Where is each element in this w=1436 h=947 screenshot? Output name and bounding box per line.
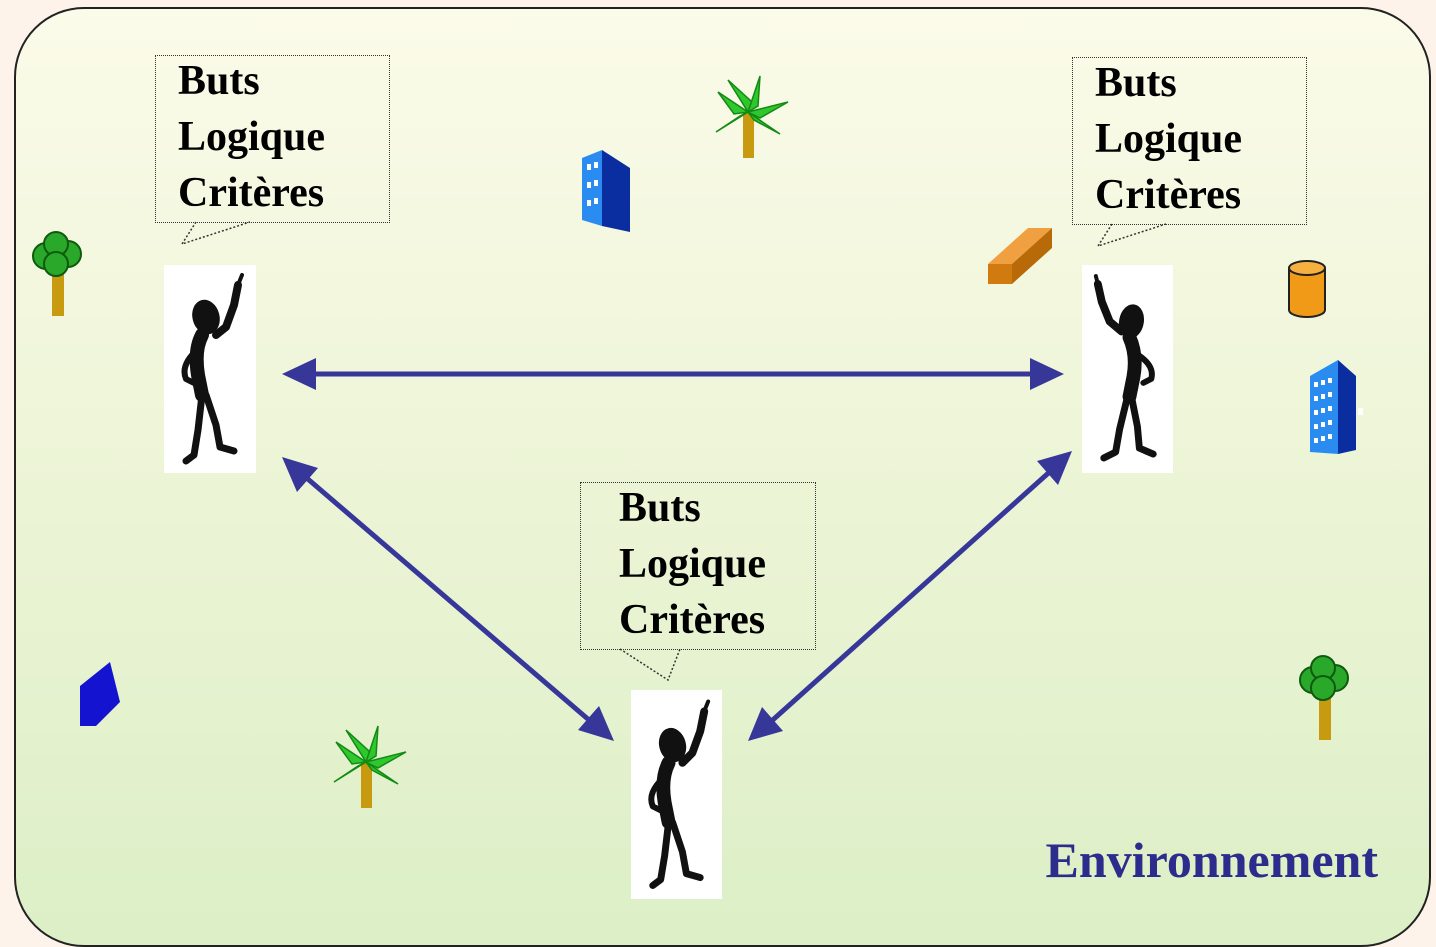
arrowhead-right [1030, 358, 1064, 390]
arrows-layer [180, 221, 1167, 741]
callout-left: Buts Logique Critères [155, 55, 390, 223]
palm-tree-icon [715, 75, 789, 158]
callout-goals-text: Buts [619, 485, 701, 531]
arrowhead-left-lower [578, 706, 614, 741]
brick-icon [988, 228, 1052, 284]
callout-logic-text: Logique [1095, 116, 1243, 162]
building-icon [582, 150, 630, 232]
person-icon [181, 273, 244, 465]
building-icon [1310, 360, 1363, 454]
arrowhead-bottom-right [748, 707, 783, 741]
arrow-left-bottom [300, 472, 598, 728]
callout-criteria-text: Critères [619, 597, 766, 643]
arrow-bottom-right [764, 466, 1056, 728]
gem-icon [80, 662, 120, 726]
environment-frame [14, 7, 1431, 947]
arrowhead-left-upper [282, 457, 318, 492]
callout-tail-bottom [619, 648, 681, 682]
callout-bottom: Buts Logique Critères [580, 482, 816, 650]
callout-tail-left [180, 221, 251, 246]
callout-goals-text: Buts [1095, 60, 1177, 106]
arrowhead-right-upper [1037, 451, 1072, 485]
callout-criteria-text: Critères [1095, 172, 1242, 218]
callout-right: Buts Logique Critères [1072, 57, 1307, 225]
callout-criteria-text: Critères [178, 170, 325, 216]
cylinder-icon [1288, 260, 1326, 318]
callout-logic-text: Logique [619, 541, 767, 587]
person-icon [1093, 274, 1157, 462]
agent-bottom-figure [631, 690, 722, 899]
tree-icon [32, 231, 82, 316]
environment-label: Environnement [1045, 832, 1378, 888]
agent-right-figure [1082, 265, 1173, 473]
agent-left-figure [164, 265, 256, 473]
callout-tail-right [1096, 223, 1167, 248]
palm-tree-icon [333, 725, 407, 808]
tree-icon [1299, 655, 1349, 740]
person-icon [648, 699, 711, 889]
callout-logic-text: Logique [178, 114, 326, 160]
arrowhead-left [282, 358, 316, 390]
diagram-stage: Buts Logique Critères Buts Logique Critè… [14, 7, 1431, 947]
callout-goals-text: Buts [178, 58, 260, 104]
